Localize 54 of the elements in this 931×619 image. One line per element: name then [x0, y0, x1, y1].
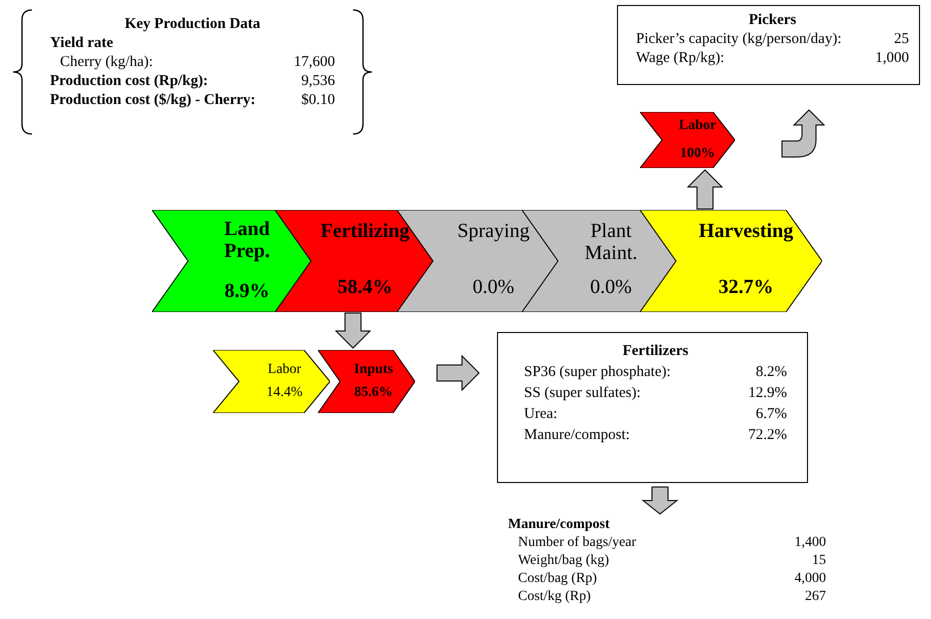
row-value: 12.9%	[748, 384, 787, 403]
percentage: 0.0%	[590, 276, 632, 298]
row-label: Yield rate	[50, 34, 114, 53]
row-label: Weight/bag (kg)	[517, 552, 610, 570]
percentage: 8.9%	[224, 280, 270, 302]
info-box	[617, 5, 920, 85]
row-label: Number of bags/year	[517, 534, 636, 552]
row-label: Manure/compost:	[524, 426, 630, 445]
row-value: 9,536	[301, 72, 335, 91]
row-label: Cherry (kg/ha):	[59, 53, 153, 72]
stage-name: Spraying	[457, 220, 530, 242]
row-label: Picker’s capacity (kg/person/day):	[636, 30, 842, 49]
stage-name: Labor	[268, 362, 302, 378]
row-value: 15	[812, 552, 826, 570]
row-value: 17,600	[294, 53, 335, 72]
percentage: 58.4%	[338, 276, 392, 298]
percentage: 0.0%	[472, 276, 514, 298]
percentage: 100%	[680, 146, 715, 162]
percentage: 14.4%	[266, 385, 303, 401]
block-arrow	[686, 169, 724, 210]
row-label: SP36 (super phosphate):	[524, 363, 671, 382]
row-label: SS (super sulfates):	[524, 384, 641, 403]
block-arrow	[782, 110, 824, 158]
row-label: Production cost (Rp/kg):	[50, 72, 208, 91]
block-arrow	[436, 354, 480, 392]
stage-name: Land Prep.	[223, 218, 271, 262]
block-arrow	[642, 486, 678, 515]
table-title: Manure/compost	[508, 516, 610, 534]
table-title: Fertilizers	[622, 343, 688, 359]
row-label: Cost/kg (Rp)	[517, 588, 591, 606]
row-value: 72.2%	[748, 426, 787, 445]
row-value: $0.10	[301, 91, 335, 110]
percentage: 85.6%	[354, 385, 393, 401]
stage-name: Fertilizing	[320, 220, 410, 242]
stage-name: Plant Maint.	[584, 220, 638, 264]
row-label: Wage (Rp/kg):	[636, 49, 724, 68]
table-title: Pickers	[748, 12, 796, 28]
stage-name: Inputs	[354, 362, 393, 378]
row-value: 8.2%	[756, 363, 787, 382]
stage-name: Labor	[678, 118, 716, 134]
row-value: 6.7%	[756, 405, 787, 424]
percentage: 32.7%	[718, 276, 774, 298]
row-label: Production cost ($/kg) - Cherry:	[50, 91, 256, 110]
table-title: Key Production Data	[124, 16, 260, 32]
row-label: Urea:	[524, 405, 558, 424]
row-value: 1,000	[875, 49, 909, 68]
row-value: 267	[805, 588, 826, 606]
block-arrow	[334, 312, 372, 349]
row-label: Cost/bag (Rp)	[517, 570, 597, 588]
row-value: 1,400	[794, 534, 826, 552]
info-box	[497, 332, 808, 483]
row-value: 4,000	[794, 570, 826, 588]
row-value: 25	[894, 30, 909, 49]
stage-name: Harvesting	[698, 220, 794, 242]
